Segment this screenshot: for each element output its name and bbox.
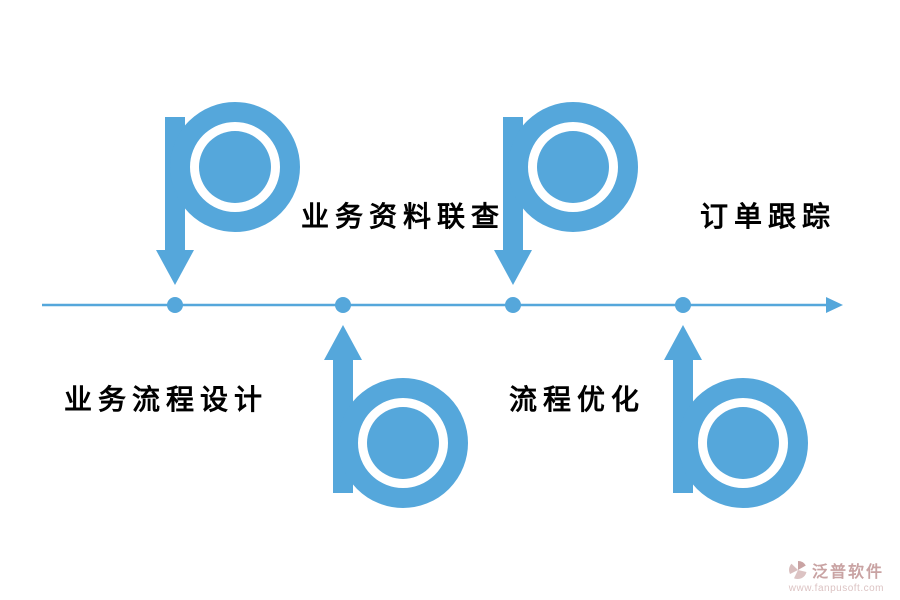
timeline-axis-arrowhead	[826, 297, 843, 313]
label-bottom-2: 流程优化	[509, 384, 646, 415]
watermark: 泛普软件 www.fanpusoft.com	[788, 558, 884, 594]
watermark-url: www.fanpusoft.com	[788, 583, 884, 594]
watermark-brand: 泛普软件	[811, 564, 884, 581]
timeline-dot-3	[505, 297, 521, 313]
p-spiral-arrow-icon-2	[494, 112, 628, 285]
watermark-fan-icon	[789, 561, 807, 580]
b-spiral-arrow-icon-2	[664, 325, 798, 498]
timeline-dot-1	[167, 297, 183, 313]
label-bottom-1: 业务流程设计	[64, 384, 269, 415]
b-spiral-arrow-icon-1	[324, 325, 458, 498]
label-top-2: 订单跟踪	[700, 201, 837, 232]
timeline-dot-4	[675, 297, 691, 313]
timeline-dot-2	[335, 297, 351, 313]
label-top-1: 业务资料联查	[301, 201, 506, 232]
p-spiral-arrow-icon-1	[156, 112, 290, 285]
